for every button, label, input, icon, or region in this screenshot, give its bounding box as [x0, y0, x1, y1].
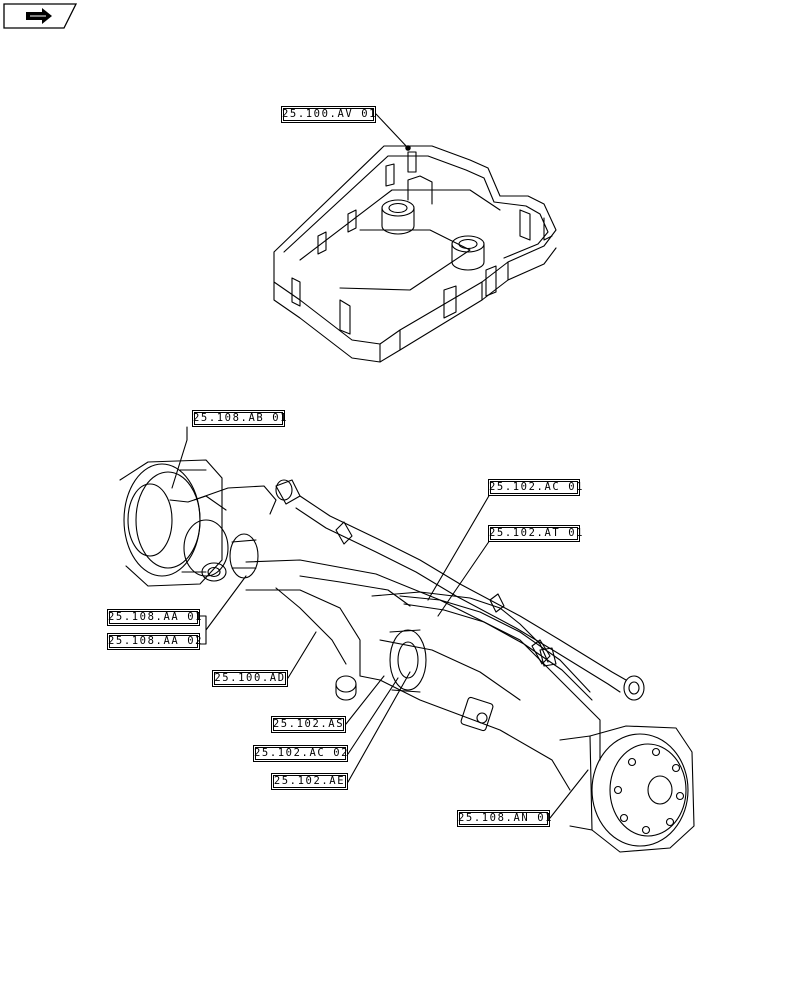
- callout-25-100-ad[interactable]: 25.100.AD: [212, 670, 288, 687]
- front-axle-assembly-drawing: [119, 459, 695, 853]
- callout-25-108-aa-01[interactable]: 25.108.AA 01: [107, 609, 201, 626]
- callout-25-102-at-01[interactable]: 25.102.AT 01: [488, 525, 582, 542]
- callout-25-108-an-01[interactable]: 25.108.AN 01: [457, 810, 551, 827]
- callout-25-108-ab-01[interactable]: 25.108.AB 01: [192, 410, 286, 427]
- callout-25-100-av-01[interactable]: 25.100.AV 01: [281, 106, 376, 123]
- nav-tab-button[interactable]: [0, 0, 80, 32]
- next-page-arrow-icon: [26, 8, 52, 24]
- axle-support-frame-drawing: [273, 145, 557, 363]
- callout-25-108-aa-02[interactable]: 25.108.AA 02: [107, 633, 201, 650]
- callout-25-102-ac-01[interactable]: 25.102.AC 01: [488, 479, 582, 496]
- leader-lines: [171, 113, 589, 819]
- callout-25-102-ac-02[interactable]: 25.102.AC 02: [253, 745, 348, 762]
- callout-25-102-ae[interactable]: 25.102.AE: [271, 773, 348, 790]
- callout-25-102-as[interactable]: 25.102.AS: [271, 716, 346, 733]
